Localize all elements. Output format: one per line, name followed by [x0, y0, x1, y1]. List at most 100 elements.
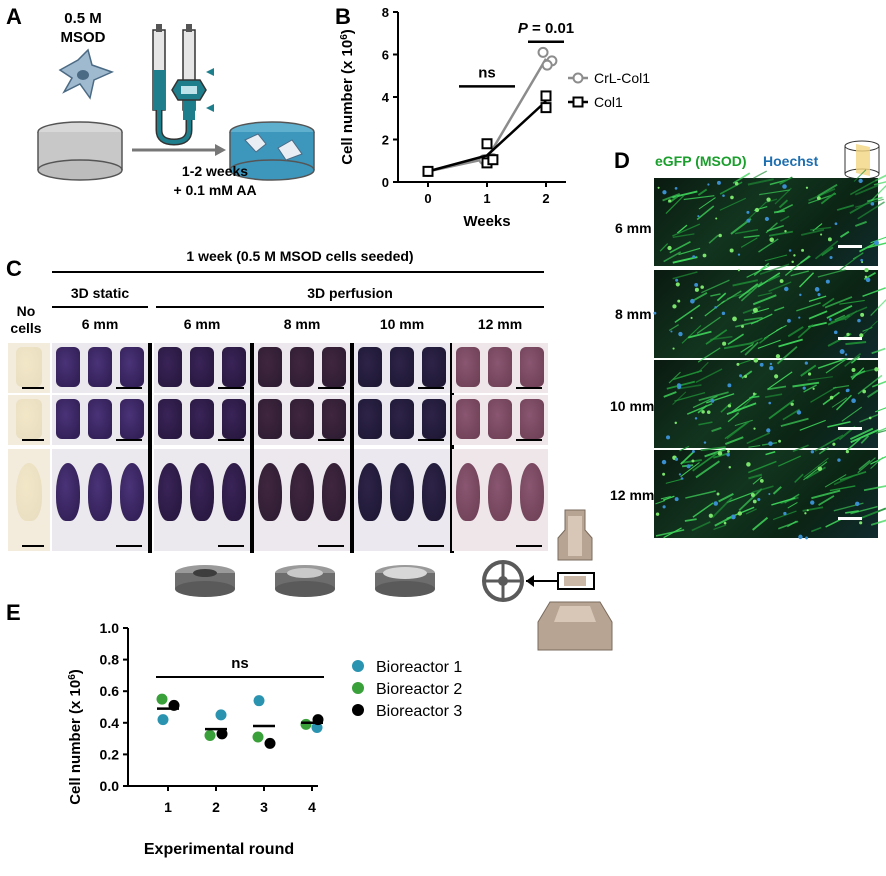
data-point	[264, 737, 276, 749]
panel-label-b: B	[335, 4, 351, 29]
sig-label-p: P = 0.01	[518, 20, 574, 37]
panel-c-header: 1 week (0.5 M MSOD cells seeded)	[186, 248, 414, 264]
micro-row-label: 8 mm	[615, 306, 652, 322]
column-label: 12 mm	[477, 316, 523, 332]
y-tick-label: 6	[382, 48, 389, 63]
scale-bar	[116, 439, 142, 441]
scaffold-sample	[520, 347, 544, 387]
scale-bar	[318, 545, 344, 547]
scale-bar	[218, 387, 244, 389]
scale-bar	[218, 545, 244, 547]
scaffold-sample	[158, 463, 182, 521]
scaffold-6mm-icon	[175, 565, 235, 597]
scaffold-sample	[158, 399, 182, 439]
scale-bar	[22, 439, 44, 441]
legend-label: Bioreactor 2	[376, 681, 462, 698]
x-axis-title: Experimental round	[144, 841, 294, 858]
data-point	[215, 709, 227, 721]
legend-label: Bioreactor 3	[376, 703, 462, 720]
scaffold-sample	[258, 399, 282, 439]
photo-tile	[254, 395, 350, 445]
y-tick-label: 0.2	[100, 746, 120, 762]
scaffold-sample	[158, 347, 182, 387]
y-axis-title: Cell number (x 106)	[339, 29, 357, 165]
data-point	[537, 46, 549, 58]
panel-c-header-line	[52, 271, 544, 273]
x-axis-title: Weeks	[463, 213, 510, 230]
photo-tile	[354, 449, 450, 551]
data-point	[253, 695, 265, 707]
scaffold-sample	[390, 463, 414, 521]
scaffold-sample	[358, 463, 382, 521]
photo-divider	[148, 343, 152, 553]
micro-row-label: 12 mm	[610, 487, 655, 503]
micrograph-tile	[654, 346, 886, 448]
scaffold-sample	[456, 399, 480, 439]
photo-tile	[8, 395, 50, 445]
arrow-label-line1: 1-2 weeks	[181, 163, 249, 179]
micrograph-fibers	[657, 169, 886, 264]
scale-bar	[318, 439, 344, 441]
scaffold-sample	[322, 463, 346, 521]
scale-bar	[22, 387, 44, 389]
legend-label: CrL-Col1	[594, 70, 650, 86]
scale-bar	[516, 387, 542, 389]
y-tick-label: 2	[382, 133, 389, 148]
scaffold-sample	[56, 347, 80, 387]
scale-bar	[116, 387, 142, 389]
scaffold-sample	[290, 347, 314, 387]
scale-bar	[116, 545, 142, 547]
photo-tile	[354, 343, 450, 393]
scaffold-sample	[190, 347, 214, 387]
x-tick-label: 1	[483, 191, 490, 206]
legend-label: Col1	[594, 94, 623, 110]
scale-bar	[516, 545, 542, 547]
photo-divider	[350, 343, 354, 553]
group-static-line	[52, 306, 148, 308]
scaffold-sample	[390, 399, 414, 439]
micrograph-fibers	[663, 346, 886, 448]
scale-bar	[516, 439, 542, 441]
y-tick-label: 4	[382, 90, 390, 105]
column-label: 6 mm	[81, 316, 119, 332]
micrograph-tile	[654, 169, 886, 266]
no-cells-label-line1: No	[16, 303, 36, 319]
photo-tile	[452, 395, 548, 445]
schematic-illustration	[37, 24, 315, 181]
data-point	[481, 138, 493, 150]
scaffold-10mm-icon	[375, 565, 435, 597]
stain-label-blue: Hoechst	[763, 153, 819, 169]
micrograph-tile	[654, 436, 886, 540]
y-tick-label: 8	[382, 5, 389, 20]
scale-bar	[838, 245, 862, 248]
data-point	[487, 154, 499, 166]
column-label: 8 mm	[283, 316, 321, 332]
scaffold-sample	[520, 399, 544, 439]
x-tick-label: 4	[308, 799, 316, 815]
panel-label-a: A	[6, 4, 22, 29]
scaffold-sample	[190, 463, 214, 521]
data-point	[252, 731, 264, 743]
legend-marker	[352, 704, 364, 716]
sig-label-ns: ns	[478, 64, 496, 81]
scale-bar	[838, 427, 862, 430]
scaffold-sample	[488, 463, 512, 521]
seeded-scaffold-icon	[229, 121, 315, 181]
y-tick-label: 0	[382, 175, 389, 190]
scale-bar	[838, 517, 862, 520]
group-perfusion-line	[156, 306, 544, 308]
scaffold-sample	[120, 347, 144, 387]
scaffold-sample	[16, 347, 42, 387]
y-tick-label: 1.0	[100, 620, 120, 636]
cells-label-line1: 0.5 M	[64, 10, 102, 27]
panel-label-d: D	[614, 148, 630, 173]
scaffold-sample	[88, 399, 112, 439]
photo-divider	[250, 343, 254, 553]
series-line-2	[427, 100, 547, 173]
scaffold-sample	[456, 347, 480, 387]
scale-bar	[218, 439, 244, 441]
scaffold-sample	[120, 399, 144, 439]
photo-tile	[452, 449, 548, 551]
data-point	[300, 718, 312, 730]
x-tick-label: 2	[212, 799, 220, 815]
